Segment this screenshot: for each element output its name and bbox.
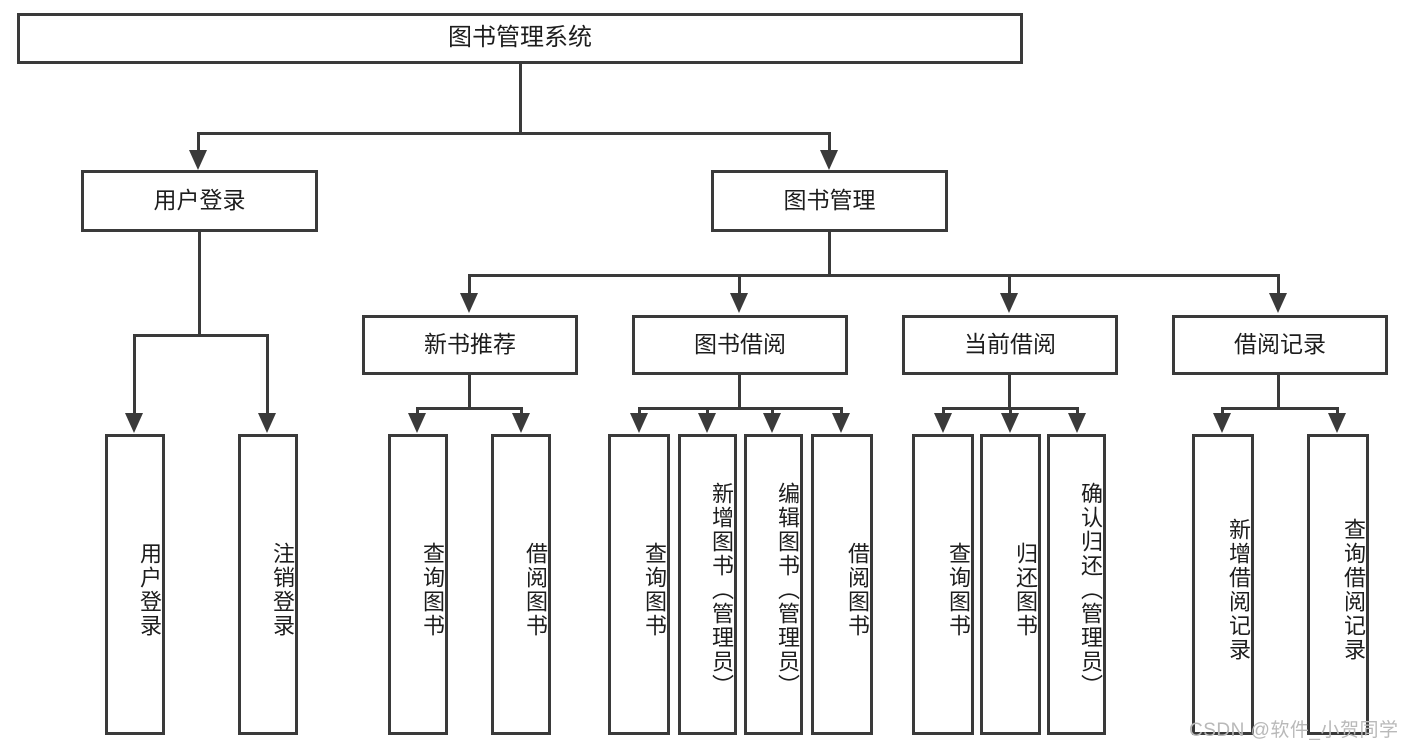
leaf-borrow-book-nbr[interactable]: 借阅图书 <box>491 434 551 735</box>
arrowhead-book-borrow <box>730 293 748 313</box>
arrowhead-book-mgmt <box>820 150 838 170</box>
node-label: 查询借阅记录 <box>1341 517 1366 662</box>
leaf-confirm-return-admin[interactable]: 确认归还（管理员） <box>1047 434 1106 735</box>
edge-user-login-bus <box>133 334 269 337</box>
edge-to-book-borrow <box>738 274 741 295</box>
leaf-return-book[interactable]: 归还图书 <box>980 434 1041 735</box>
node-book-borrow[interactable]: 图书借阅 <box>632 315 848 375</box>
arrowhead-br-leaf-2 <box>1328 413 1346 433</box>
edge-to-current-borrow <box>1008 274 1011 295</box>
edge-to-borrow-record <box>1277 274 1280 295</box>
edge-new-book-recommend-stem <box>468 375 471 407</box>
edge-root-to-book-mgmt <box>828 132 831 152</box>
edge-br-leaf-2 <box>1336 407 1339 415</box>
watermark-csdn: CSDN @软件_小贺同学 <box>1189 720 1399 741</box>
edge-bb-leaf-3 <box>771 407 774 415</box>
node-label: 借阅图书 <box>845 541 870 638</box>
node-label: 归还图书 <box>1013 541 1038 638</box>
node-label: 当前借阅 <box>964 331 1056 358</box>
leaf-query-book-cb[interactable]: 查询图书 <box>912 434 974 735</box>
node-label: 借阅图书 <box>523 541 548 638</box>
edge-book-mgmt-stem <box>828 232 831 274</box>
node-label: 图书管理系统 <box>448 24 592 52</box>
node-label: 确认归还（管理员） <box>1078 481 1103 698</box>
node-label: 查询图书 <box>420 541 445 638</box>
arrowhead-nbr-leaf-1 <box>408 413 426 433</box>
edge-to-new-book-recommend <box>468 274 471 295</box>
node-new-book-recommend[interactable]: 新书推荐 <box>362 315 578 375</box>
leaf-add-borrow-record[interactable]: 新增借阅记录 <box>1192 434 1254 735</box>
edge-book-mgmt-bus <box>468 274 1279 277</box>
leaf-borrow-book-bb[interactable]: 借阅图书 <box>811 434 873 735</box>
edge-current-borrow-stem <box>1008 375 1011 407</box>
node-user-login[interactable]: 用户登录 <box>81 170 318 232</box>
edge-to-leaf-user-login <box>133 334 136 415</box>
edge-root-to-user-login <box>197 132 200 152</box>
leaf-query-book-nbr[interactable]: 查询图书 <box>388 434 448 735</box>
arrowhead-leaf-logout <box>258 413 276 433</box>
node-label: 查询图书 <box>946 541 971 638</box>
node-label: 注销登录 <box>270 541 295 638</box>
edge-root-bus <box>197 132 831 135</box>
leaf-query-book-bb[interactable]: 查询图书 <box>608 434 670 735</box>
arrowhead-bb-leaf-1 <box>630 413 648 433</box>
node-label: 图书管理 <box>783 187 876 214</box>
arrowhead-cb-leaf-2 <box>1001 413 1019 433</box>
edge-new-book-recommend-bus <box>416 407 523 410</box>
arrowhead-bb-leaf-2 <box>698 413 716 433</box>
edge-cb-leaf-2 <box>1009 407 1012 415</box>
edge-bb-leaf-1 <box>638 407 641 415</box>
leaf-edit-book-admin[interactable]: 编辑图书（管理员） <box>744 434 803 735</box>
edge-br-leaf-1 <box>1221 407 1224 415</box>
node-label: 查询图书 <box>642 541 667 638</box>
node-label: 新增借阅记录 <box>1226 517 1251 662</box>
arrowhead-br-leaf-1 <box>1213 413 1231 433</box>
arrowhead-current-borrow <box>1000 293 1018 313</box>
arrowhead-nbr-leaf-2 <box>512 413 530 433</box>
node-borrow-record[interactable]: 借阅记录 <box>1172 315 1388 375</box>
node-label: 新书推荐 <box>424 331 516 358</box>
edge-bb-leaf-2 <box>706 407 709 415</box>
leaf-user-login[interactable]: 用户登录 <box>105 434 165 735</box>
edge-to-leaf-logout <box>266 334 269 415</box>
node-label: 借阅记录 <box>1234 331 1326 358</box>
arrowhead-user-login <box>189 150 207 170</box>
arrowhead-cb-leaf-3 <box>1068 413 1086 433</box>
arrowhead-borrow-record <box>1269 293 1287 313</box>
node-label: 用户登录 <box>137 541 162 638</box>
leaf-query-borrow-record[interactable]: 查询借阅记录 <box>1307 434 1369 735</box>
leaf-logout[interactable]: 注销登录 <box>238 434 298 735</box>
node-label: 新增图书（管理员） <box>709 481 734 698</box>
node-label: 图书借阅 <box>694 331 786 358</box>
edge-nbr-leaf-2 <box>520 407 523 415</box>
edge-borrow-record-stem <box>1277 375 1280 407</box>
node-root-library-system[interactable]: 图书管理系统 <box>17 13 1023 64</box>
arrowhead-cb-leaf-1 <box>934 413 952 433</box>
arrowhead-bb-leaf-3 <box>763 413 781 433</box>
node-current-borrow[interactable]: 当前借阅 <box>902 315 1118 375</box>
edge-cb-leaf-3 <box>1076 407 1079 415</box>
arrowhead-bb-leaf-4 <box>832 413 850 433</box>
edge-cb-leaf-1 <box>942 407 945 415</box>
node-label: 用户登录 <box>153 187 246 214</box>
arrowhead-leaf-user-login <box>125 413 143 433</box>
edge-book-borrow-stem <box>738 375 741 407</box>
edge-user-login-stem <box>198 232 201 334</box>
node-label: 编辑图书（管理员） <box>775 481 800 698</box>
edge-borrow-record-bus <box>1221 407 1339 410</box>
edge-nbr-leaf-1 <box>416 407 419 415</box>
node-book-management[interactable]: 图书管理 <box>711 170 948 232</box>
edge-root-stem <box>519 64 522 132</box>
arrowhead-new-book-recommend <box>460 293 478 313</box>
edge-bb-leaf-4 <box>840 407 843 415</box>
edge-book-borrow-bus <box>638 407 843 410</box>
leaf-add-book-admin[interactable]: 新增图书（管理员） <box>678 434 737 735</box>
